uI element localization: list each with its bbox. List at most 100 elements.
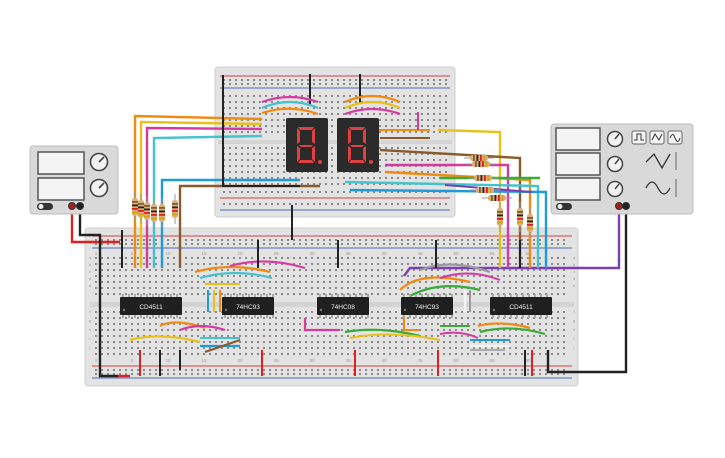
knob-icon[interactable]: [89, 152, 109, 172]
resistor[interactable]: [159, 198, 165, 228]
power-supply[interactable]: [29, 145, 119, 215]
negative-terminal[interactable]: [76, 202, 84, 210]
wire-orange[interactable]: [399, 276, 471, 291]
column-number-label: 15: [201, 251, 207, 256]
function-generator[interactable]: [550, 123, 694, 215]
row-letter-label: f: [573, 309, 575, 314]
chip-label: 74HC93: [415, 304, 439, 311]
power-switch-icon[interactable]: [37, 203, 53, 210]
wire-green[interactable]: [479, 327, 546, 336]
resistor[interactable]: [517, 202, 523, 232]
wire-orange[interactable]: [403, 318, 420, 331]
resistor[interactable]: [482, 195, 512, 201]
row-letter-label: a: [573, 255, 576, 260]
wire-brown[interactable]: [204, 338, 241, 354]
negative-terminal[interactable]: [622, 202, 630, 210]
column-number-label: 60: [525, 358, 531, 363]
ic-chip[interactable]: CD4511: [120, 294, 182, 318]
row-letter-label: i: [90, 336, 91, 341]
knob-icon[interactable]: [606, 130, 624, 148]
ic-chip[interactable]: 74HC08: [317, 294, 369, 318]
wire-yellow[interactable]: [129, 335, 201, 344]
wire-orange[interactable]: [384, 170, 532, 268]
wire-gray[interactable]: [419, 263, 491, 274]
resistor[interactable]: [172, 194, 178, 224]
wire-orange[interactable]: [261, 107, 319, 116]
wire-cyan[interactable]: [344, 180, 540, 268]
wire-orange[interactable]: [194, 265, 271, 274]
knob-icon[interactable]: [606, 155, 624, 173]
wire-green[interactable]: [409, 285, 481, 297]
row-letter-label: j: [89, 345, 91, 350]
wire-pink[interactable]: [229, 260, 306, 270]
column-number-label: 30: [309, 358, 315, 363]
chip-label: CD4511: [509, 304, 533, 311]
amplitude-screen: [555, 152, 601, 176]
row-letter-label: g: [89, 318, 91, 323]
wire-pink[interactable]: [179, 324, 226, 332]
ic-chip[interactable]: 74HC93: [401, 294, 453, 318]
wire-pink[interactable]: [439, 331, 479, 339]
wire-purple[interactable]: [565, 206, 621, 270]
wire-cyan[interactable]: [199, 271, 273, 280]
column-number-label: 20: [237, 251, 243, 256]
wire-red[interactable]: [70, 206, 120, 244]
wire-purple[interactable]: [403, 266, 565, 277]
chip-label: CD4511: [139, 304, 163, 311]
column-number-label: 1: [95, 251, 98, 256]
offset-screen: [555, 177, 601, 201]
seven-segment-display[interactable]: 8.: [337, 118, 379, 172]
resistor[interactable]: [527, 208, 533, 238]
wire-black[interactable]: [546, 206, 628, 374]
wire-black[interactable]: [78, 206, 118, 378]
resistor[interactable]: [497, 202, 503, 232]
resistor[interactable]: [144, 196, 150, 226]
knob-icon[interactable]: [606, 180, 624, 198]
waveform-preview-icon: [645, 152, 677, 197]
wire-yellow[interactable]: [344, 100, 401, 110]
wire-orange[interactable]: [477, 322, 531, 330]
wire-black[interactable]: [222, 75, 300, 187]
voltage-screen: [37, 151, 85, 175]
wire-pink[interactable]: [439, 272, 501, 281]
knob-icon[interactable]: [89, 178, 109, 198]
wire-pink[interactable]: [385, 163, 510, 268]
column-number-label: 20: [237, 358, 243, 363]
square-wave-icon[interactable]: [631, 130, 647, 145]
wire-green[interactable]: [344, 328, 421, 338]
resistor[interactable]: [132, 192, 138, 222]
power-switch-icon[interactable]: [556, 203, 572, 210]
column-number-label: 10: [165, 251, 171, 256]
wire-yellow[interactable]: [349, 333, 441, 341]
column-number-label: 1: [95, 358, 98, 363]
wire-layer[interactable]: [70, 74, 628, 378]
triangle-wave-icon[interactable]: [649, 130, 665, 145]
wire-pink[interactable]: [303, 318, 340, 332]
ic-chip[interactable]: CD4511: [490, 294, 552, 318]
column-number-label: 50: [453, 251, 459, 256]
positive-terminal[interactable]: [615, 202, 623, 210]
wire-blue[interactable]: [349, 188, 548, 268]
resistor[interactable]: [470, 187, 500, 193]
ic-chip[interactable]: 74HC93: [222, 294, 274, 318]
resistor[interactable]: [464, 155, 494, 161]
positive-terminal[interactable]: [68, 202, 76, 210]
wire-orange[interactable]: [344, 94, 401, 104]
resistor[interactable]: [468, 175, 498, 181]
resistor[interactable]: [138, 194, 144, 224]
column-number-label: 40: [381, 358, 387, 363]
seven-segment-display[interactable]: 8.: [286, 118, 328, 172]
column-number-label: 55: [489, 358, 495, 363]
wire-blue[interactable]: [160, 178, 300, 268]
top-breadboard[interactable]: [214, 66, 456, 218]
row-letter-label: f: [89, 309, 91, 314]
wire-pink[interactable]: [261, 95, 319, 104]
wire-pink[interactable]: [344, 107, 401, 116]
row-letter-label: b: [573, 262, 576, 267]
sine-wave-icon[interactable]: [667, 130, 683, 145]
resistor[interactable]: [151, 198, 157, 228]
row-letter-label: c: [89, 269, 91, 274]
resistor[interactable]: [466, 161, 496, 167]
wire-cyan[interactable]: [261, 100, 319, 110]
